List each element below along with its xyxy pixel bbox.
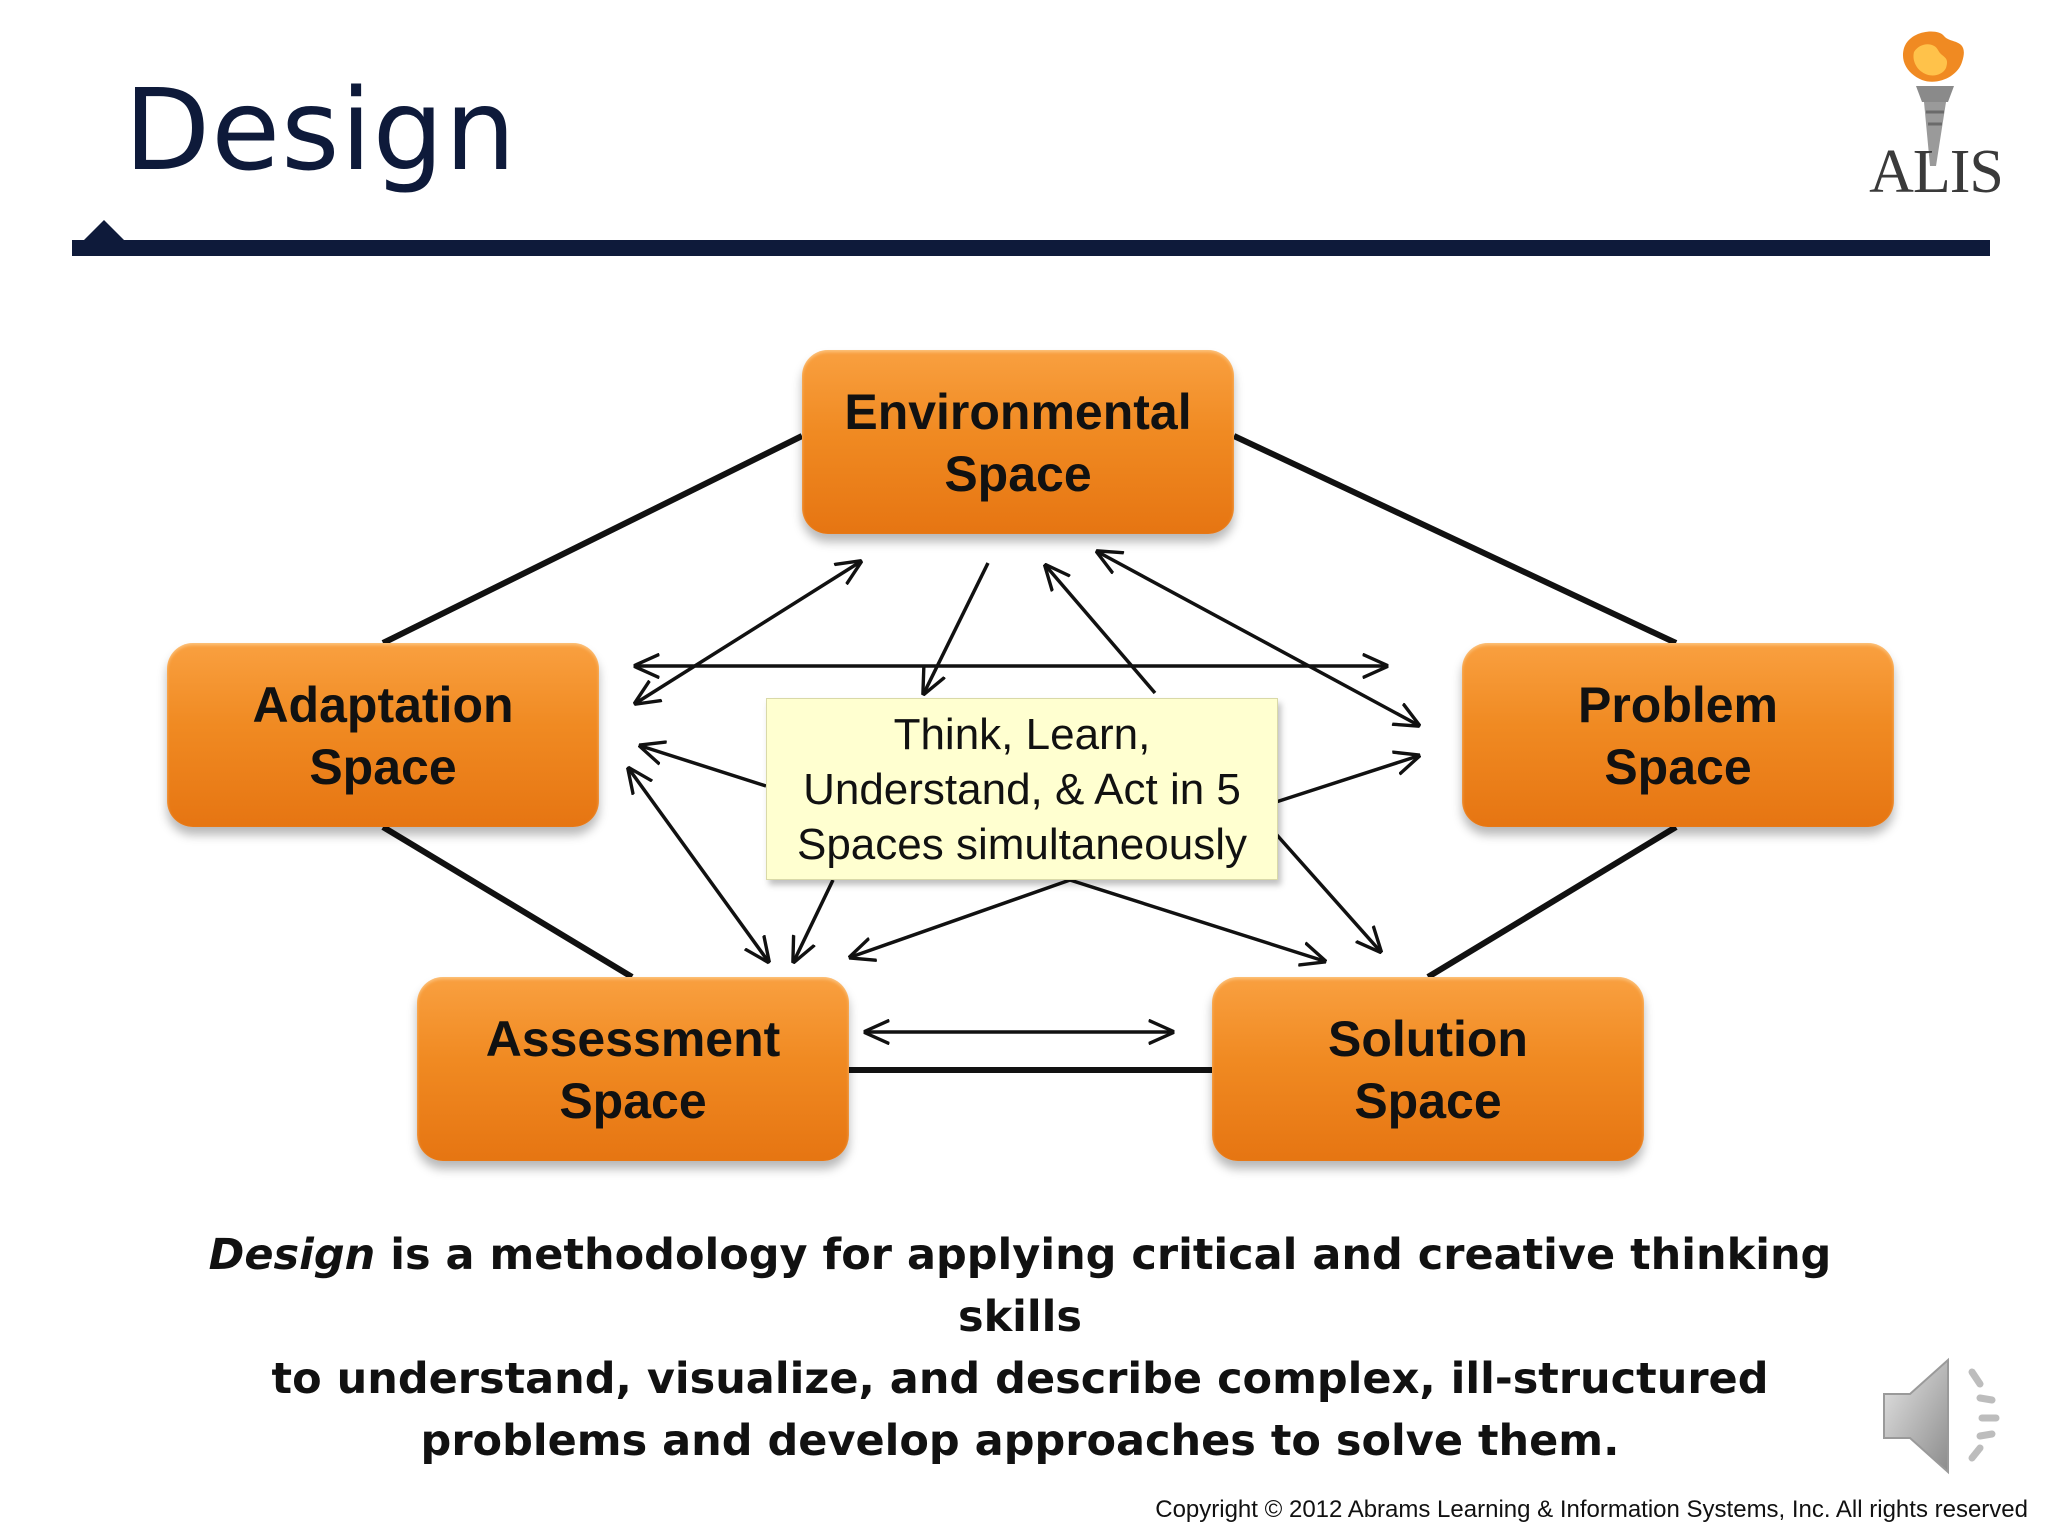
arrow-adapt-env — [636, 562, 860, 703]
node-adaptation-space: Adaptation Space — [167, 643, 599, 827]
title-rule-notch — [82, 220, 126, 242]
caption: Design is a methodology for applying cri… — [180, 1224, 1860, 1472]
edge-env-adapt — [381, 433, 804, 646]
pentagon-edges — [381, 433, 1678, 1073]
arrow-center-adapt — [641, 746, 767, 788]
relationship-arrows — [629, 552, 1418, 1032]
edge-adapt-assess — [381, 824, 634, 980]
caption-line-1: Design is a methodology for applying cri… — [180, 1224, 1860, 1348]
node-environmental-space: Environmental Space — [802, 350, 1234, 534]
node-assessment-space: Assessment Space — [417, 977, 849, 1161]
alis-logo: ALIS — [1846, 28, 2026, 218]
speaker-icon[interactable] — [1876, 1350, 2016, 1480]
node-solution-space: Solution Space — [1212, 977, 1644, 1161]
caption-line-3: problems and develop approaches to solve… — [420, 1416, 1620, 1466]
arrow-env-problem — [1098, 552, 1418, 725]
arrow-center-assess — [794, 879, 835, 961]
arrow-adapt-assess — [629, 769, 768, 961]
edge-problem-solution — [1426, 824, 1678, 980]
caption-line-1-rest: is a methodology for applying critical a… — [375, 1230, 1832, 1342]
edge-env-problem — [1232, 433, 1678, 646]
arrow-center-solution-right — [1274, 832, 1380, 951]
title-rule — [72, 240, 1990, 256]
arrow-center-env-right — [1046, 566, 1157, 695]
caption-lead: Design — [208, 1230, 376, 1280]
caption-line-2: to understand, visualize, and describe c… — [271, 1354, 1769, 1404]
audio-button[interactable] — [1876, 1350, 2016, 1480]
arrow-center-solution — [1069, 878, 1324, 961]
arrow-center-problem — [1275, 756, 1418, 804]
arrow-center-assess-right — [851, 878, 1071, 957]
node-problem-space: Problem Space — [1462, 643, 1894, 827]
copyright-notice: Copyright © 2012 Abrams Learning & Infor… — [1155, 1496, 2028, 1523]
torch-icon — [1902, 31, 1964, 166]
arrow-center-env-left — [924, 562, 990, 693]
page-title: Design — [124, 66, 517, 196]
center-callout: Think, Learn, Understand, & Act in 5 Spa… — [766, 698, 1278, 880]
logo-text: ALIS — [1869, 138, 2004, 206]
